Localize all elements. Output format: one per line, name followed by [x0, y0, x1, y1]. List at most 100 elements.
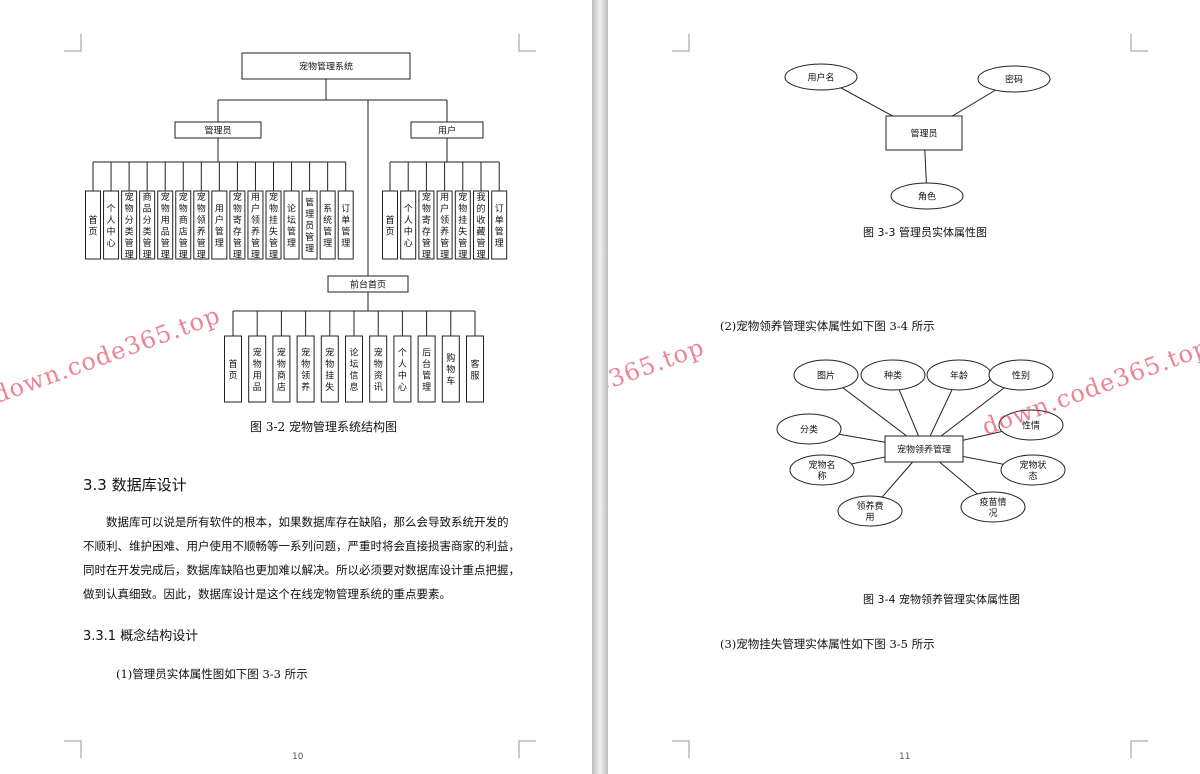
front-child-box	[224, 335, 242, 403]
admin-child-label: 宠物商店管理	[179, 191, 188, 261]
section-heading: 3.3 数据库设计	[83, 476, 187, 494]
page-number: 10	[292, 752, 304, 762]
item-line-3: (3)宠物挂失管理实体属性如下图 3-5 所示	[720, 637, 935, 651]
admin-child-label: 管理员管理	[305, 197, 314, 255]
front-child-label: 宠物领养	[301, 346, 310, 393]
admin-child-label: 宠物分类管理	[125, 191, 134, 261]
front-child-label: 首页	[228, 358, 237, 382]
admin-child-box	[247, 190, 264, 260]
admin-child-label: 用户管理	[215, 203, 224, 249]
admin-child-label: 系统管理	[323, 203, 332, 249]
corner-mark	[64, 740, 82, 758]
paragraph-line: 同时在开发完成后，数据库缺陷也更加难以解决。所以必须要对数据库设计重点把握，	[83, 563, 520, 577]
item-line-2: (2)宠物领养管理实体属性如下图 3-4 所示	[720, 319, 935, 333]
adoption-attr-ellipse	[860, 359, 926, 391]
corner-mark	[64, 34, 82, 52]
user-child-label: 宠物挂失管理	[458, 191, 467, 261]
subsection-heading: 3.3.1 概念结构设计	[83, 629, 199, 644]
page-number: 11	[899, 752, 911, 762]
front-child-label: 宠物商店	[277, 346, 286, 393]
figure-caption-3-4: 图 3-4 宠物领养管理实体属性图	[863, 593, 1020, 606]
user-child-label: 用户领养管理	[440, 192, 449, 261]
adoption-attr-label: 种类	[884, 370, 902, 382]
admin-child-label: 论坛管理	[287, 202, 296, 249]
front-child-box	[320, 335, 339, 403]
adoption-attr-ellipse	[837, 495, 903, 527]
adoption-attr-ellipse	[776, 413, 842, 445]
figure-caption-3-3: 图 3-3 管理员实体属性图	[863, 226, 987, 239]
admin-child-label: 宠物用品管理	[161, 191, 170, 261]
system-structure-diagram: 宠物管理系统管理员用户首页个人中心宠物分类管理商品分类管理宠物用品管理宠物商店管…	[85, 52, 508, 403]
corner-mark	[518, 34, 536, 52]
front-child-label: 后台管理	[422, 347, 431, 393]
admin-child-box	[157, 190, 174, 260]
adoption-attr-label: 分类	[800, 424, 818, 436]
user-child-label: 首页	[385, 214, 394, 238]
adoption-attr-label: 疫苗情况	[979, 496, 1006, 519]
admin-child-box	[211, 190, 228, 260]
tree-user-label: 用户	[438, 125, 456, 137]
adoption-entity-label: 宠物领养管理	[897, 444, 951, 456]
admin-child-label: 宠物寄存管理	[233, 191, 242, 261]
tree-root-label: 宠物管理系统	[299, 61, 353, 73]
adoption-attr-ellipse	[988, 359, 1054, 391]
admin-child-box	[337, 190, 354, 260]
corner-mark	[1130, 34, 1148, 52]
admin-er-diagram: 用户名密码角色管理员	[784, 63, 1051, 210]
front-child-label: 宠物资讯	[374, 346, 383, 393]
front-child-label: 个人中心	[398, 347, 407, 393]
user-child-box	[418, 190, 435, 260]
admin-child-box	[229, 190, 246, 260]
user-child-box	[454, 190, 471, 260]
admin-child-box	[175, 190, 192, 260]
paragraph-line: 数据库可以说是所有软件的根本，如果数据库存在缺陷，那么会导致系统开发的	[106, 515, 509, 529]
front-child-box	[248, 335, 267, 403]
adoption-attr-ellipse	[793, 359, 859, 391]
front-child-box	[369, 335, 388, 403]
admin-child-label: 个人中心	[107, 203, 116, 249]
admin-child-box	[85, 190, 101, 260]
front-child-box	[417, 335, 436, 403]
adoption-entity-box	[884, 435, 964, 463]
admin-child-box	[283, 190, 300, 260]
user-child-label: 我的收藏管理	[476, 192, 485, 261]
admin-child-box	[193, 190, 210, 260]
front-child-box	[441, 335, 460, 403]
admin-attr-label: 密码	[1005, 74, 1023, 86]
adoption-attr-ellipse	[998, 409, 1064, 441]
admin-attr-ellipse	[890, 182, 964, 210]
corner-mark	[1130, 740, 1148, 758]
adoption-attr-label: 性情	[1022, 420, 1040, 432]
front-child-box	[272, 335, 291, 403]
user-child-box	[473, 190, 489, 260]
item-line-1: (1)管理员实体属性图如下图 3-3 所示	[116, 667, 308, 681]
user-child-label: 宠物寄存管理	[422, 191, 431, 261]
admin-attr-label: 角色	[918, 191, 936, 203]
tree-root-box	[241, 52, 411, 80]
admin-child-label: 宠物挂失管理	[269, 191, 278, 261]
user-child-label: 个人中心	[404, 203, 413, 249]
tree-front-label: 前台首页	[350, 279, 386, 291]
adoption-attr-label: 图片	[817, 370, 835, 382]
front-child-label: 宠物挂失	[325, 346, 334, 393]
adoption-attr-ellipse	[960, 491, 1026, 523]
paragraph-line: 做到认真细致。因此，数据库设计是这个在线宠物管理系统的重点要素。	[83, 587, 451, 601]
admin-attr-ellipse	[784, 63, 858, 91]
admin-attr-ellipse	[977, 65, 1051, 93]
user-child-label: 订单管理	[495, 203, 504, 249]
admin-child-box	[103, 190, 120, 260]
adoption-attr-label: 领养费用	[856, 500, 883, 523]
admin-child-box	[121, 190, 138, 260]
user-child-box	[491, 190, 508, 260]
admin-child-label: 宠物领养管理	[197, 191, 206, 261]
admin-child-box	[265, 190, 282, 260]
admin-child-box	[301, 190, 318, 260]
admin-child-label: 首页	[88, 214, 97, 238]
admin-entity-box	[885, 115, 963, 151]
admin-attr-label: 用户名	[807, 72, 834, 84]
front-child-box	[466, 335, 484, 403]
right-page: 用户名密码角色管理员 图 3-3 管理员实体属性图 (2)宠物领养管理实体属性如…	[608, 0, 1200, 774]
admin-child-label: 用户领养管理	[251, 192, 260, 261]
user-child-box	[382, 190, 398, 260]
admin-child-label: 订单管理	[341, 203, 350, 249]
